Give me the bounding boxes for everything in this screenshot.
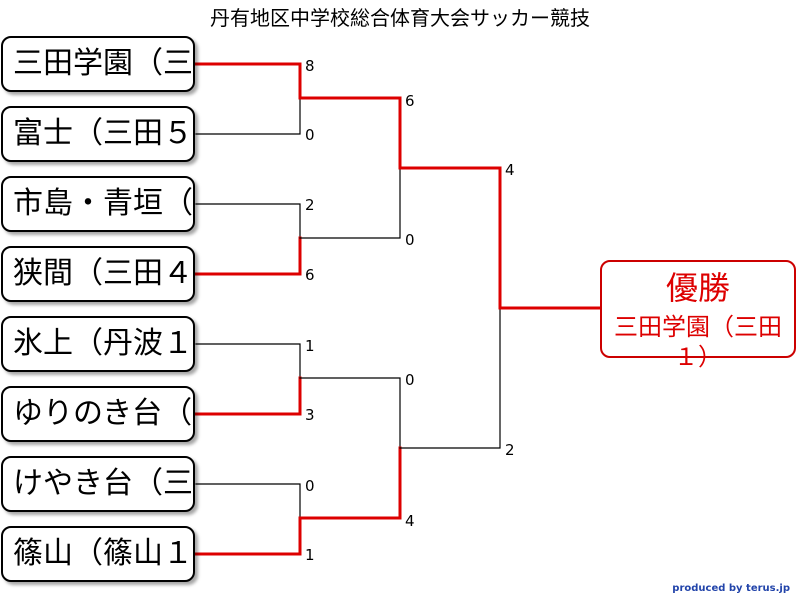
score-r1-team5: 1 (305, 337, 315, 355)
score-r2-match2-top: 0 (405, 371, 415, 389)
score-r1-team4: 6 (305, 266, 315, 284)
team-box-2: 富士（三田５） (1, 106, 195, 162)
final-line-top (398, 166, 502, 310)
r2-line-top (298, 96, 402, 170)
r2-line-fourth (298, 446, 402, 520)
r1-line-team2 (195, 97, 301, 135)
champion-label: 優勝 (665, 269, 730, 307)
team-box-3: 市島・青垣（丹波２） (1, 176, 195, 232)
r1-line-team8 (194, 516, 302, 556)
final-line-bottom (399, 307, 501, 449)
team-box-5: 氷上（丹波１） (1, 316, 195, 372)
r1-line-team1 (194, 62, 302, 100)
r1-line-team5 (195, 343, 301, 379)
score-r2-match1-top: 6 (405, 92, 415, 110)
score-r1-team7: 0 (305, 477, 315, 495)
r1-line-team3 (195, 203, 301, 239)
team-box-7: けやき台（三田３） (1, 456, 195, 512)
score-r1-team8: 1 (305, 546, 315, 564)
champion-box: 優勝 三田学園（三田１） (600, 260, 796, 371)
score-r1-team1: 8 (305, 57, 315, 75)
team-box-8: 篠山（篠山１） (1, 526, 195, 582)
r2-line-second (299, 167, 401, 239)
score-r1-team3: 2 (305, 196, 315, 214)
score-r2-match1-bottom: 0 (405, 231, 415, 249)
score-final-bottom: 2 (505, 441, 515, 459)
page-title: 丹有地区中学校総合体育大会サッカー競技 (210, 6, 590, 30)
score-r2-match2-bottom: 4 (405, 512, 415, 530)
score-r1-team2: 0 (305, 126, 315, 144)
team-box-1: 三田学園（三田１） (1, 36, 195, 92)
team-box-4: 狭間（三田４） (1, 246, 195, 302)
r2-line-third (299, 377, 401, 449)
r1-line-team6 (194, 376, 302, 416)
r1-line-team7 (195, 483, 301, 519)
credit-text: produced by terus.jp (672, 583, 790, 594)
r1-line-team4 (194, 236, 302, 276)
team-box-6: ゆりのき台（三田２） (1, 386, 195, 442)
score-final-top: 4 (505, 161, 515, 179)
champion-team: 三田学園（三田１） (614, 313, 782, 371)
score-r1-team6: 3 (305, 406, 315, 424)
